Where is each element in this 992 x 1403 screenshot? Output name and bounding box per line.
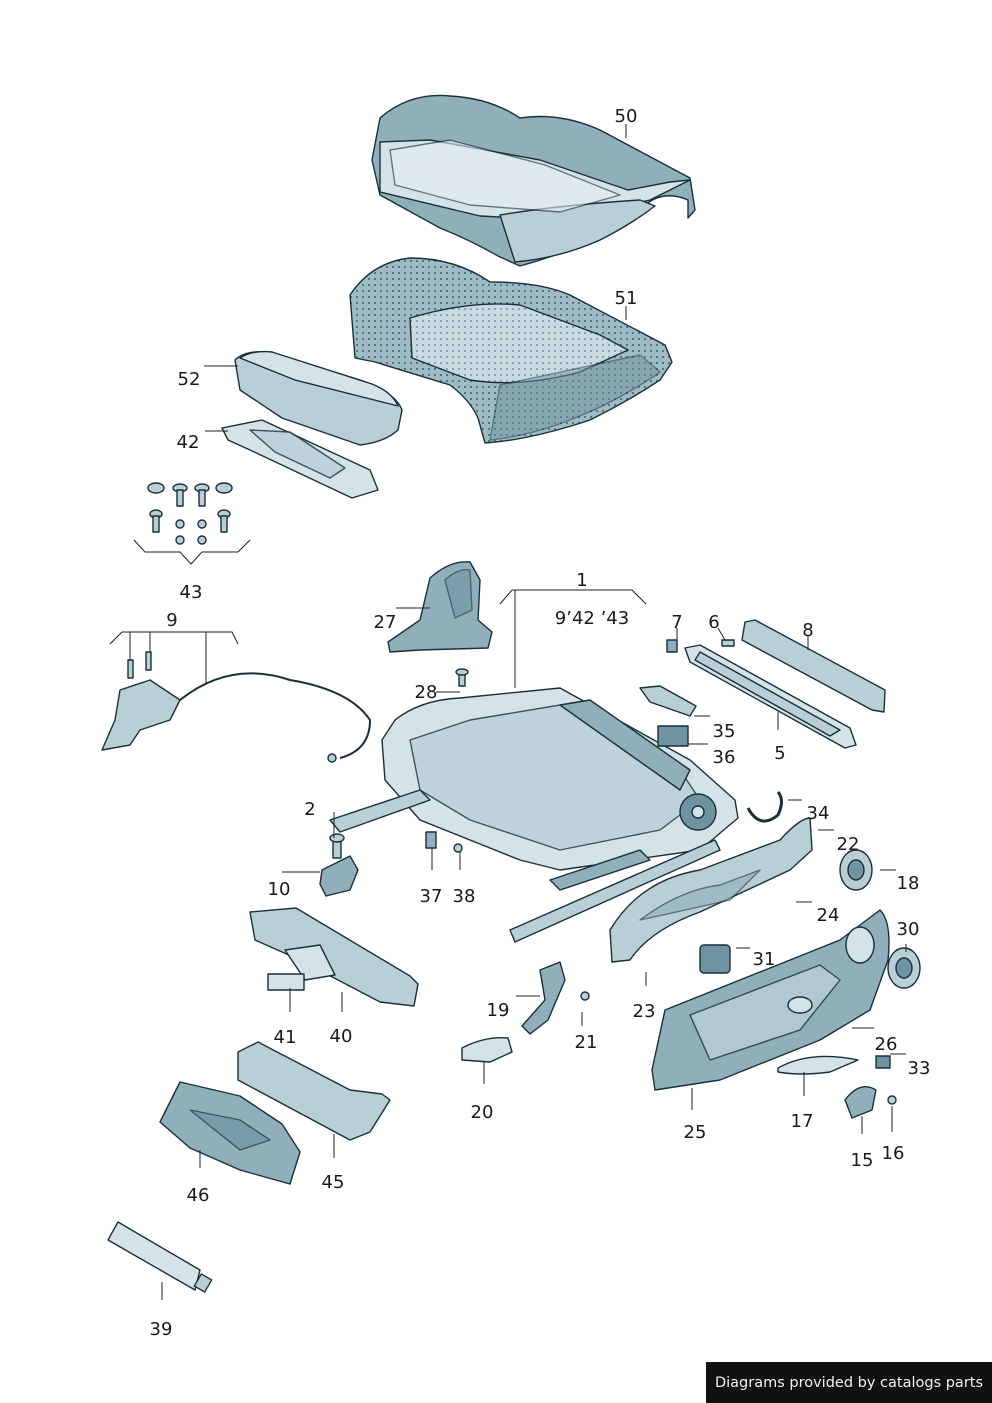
callout-50: 50: [615, 106, 638, 127]
mat-part-42: [221, 419, 379, 499]
switch-part-36: [657, 725, 689, 747]
callout-17: 17: [791, 1111, 814, 1132]
rail-part-5: [684, 644, 857, 749]
wire-part-34: [746, 791, 783, 823]
callout-26: 26: [875, 1034, 898, 1055]
handle-part-15: [844, 1086, 877, 1119]
callout-41: 41: [274, 1027, 297, 1048]
callout-23: 23: [633, 1001, 656, 1022]
callout-labels: 50 51 52 42 43 9 1 9’42 ’43 27 28 7 6 8 …: [150, 106, 931, 1340]
callout-19: 19: [487, 1000, 510, 1021]
bracket-part-35: [639, 685, 697, 717]
callout-46: 46: [187, 1185, 210, 1206]
callout-1: 1: [576, 570, 587, 591]
seat-padding-part-51: [349, 257, 673, 444]
callout-6: 6: [708, 612, 719, 633]
callout-25: 25: [684, 1122, 707, 1143]
side-frame-part-24: [609, 817, 813, 963]
screw-part-2: [329, 833, 345, 859]
clip-part-41: [267, 973, 305, 991]
trim-part-40: [249, 907, 419, 1007]
bracket-part-45: [237, 1041, 391, 1141]
callout-21: 21: [575, 1032, 598, 1053]
clip-part-26: [875, 1055, 891, 1069]
credit-banner: Diagrams provided by catalogs parts: [706, 1362, 992, 1403]
clip-part-7: [666, 639, 678, 653]
callout-1-note: 9’42 ’43: [555, 608, 629, 629]
cover-part-20: [461, 1037, 513, 1063]
callout-40: 40: [330, 1026, 353, 1047]
trim-strip-part-17: [777, 1055, 859, 1075]
callout-38: 38: [453, 886, 476, 907]
callout-45: 45: [322, 1172, 345, 1193]
callout-52: 52: [178, 369, 201, 390]
callout-37: 37: [420, 886, 443, 907]
callout-10: 10: [268, 879, 291, 900]
callout-22: 22: [837, 834, 860, 855]
release-lever-part-9: [101, 651, 372, 763]
screw-part-6: [721, 639, 735, 647]
callout-30: 30: [897, 919, 920, 940]
tray-part-46: [159, 1081, 301, 1185]
callout-18: 18: [897, 873, 920, 894]
callout-5: 5: [774, 743, 785, 764]
callout-2: 2: [304, 799, 315, 820]
grease-tube-part-39: [107, 1221, 213, 1293]
callout-15: 15: [851, 1150, 874, 1171]
leader-lines: [109, 124, 907, 1300]
callout-16: 16: [882, 1143, 905, 1164]
callout-42: 42: [177, 432, 200, 453]
bracket-part-19: [521, 961, 566, 1035]
clip-part-37: [425, 831, 437, 849]
thigh-pad-part-52: [234, 350, 403, 446]
screw-part-28: [455, 668, 469, 687]
callout-33: 33: [908, 1058, 931, 1079]
callout-7: 7: [671, 612, 682, 633]
callout-43: 43: [180, 582, 203, 603]
pinion-part-30: [887, 947, 921, 989]
bracket-part-27: [387, 561, 493, 653]
seat-cover-part-50: [371, 94, 696, 267]
callout-24: 24: [817, 905, 840, 926]
fasteners-part-43: [147, 482, 233, 545]
callout-31: 31: [753, 949, 776, 970]
callout-51: 51: [615, 288, 638, 309]
callout-8: 8: [802, 620, 813, 641]
seat-frame-part-1: [329, 687, 739, 943]
screw-part-21: [580, 991, 590, 1001]
callout-27: 27: [374, 612, 397, 633]
screw-part-16: [887, 1095, 897, 1105]
callout-39: 39: [150, 1319, 173, 1340]
callout-20: 20: [471, 1102, 494, 1123]
callout-9: 9: [166, 610, 177, 631]
callout-28: 28: [415, 682, 438, 703]
callout-35: 35: [713, 721, 736, 742]
screw-part-38: [453, 843, 463, 853]
callout-36: 36: [713, 747, 736, 768]
motor-part-31: [699, 944, 731, 974]
rail-cover-part-8: [741, 619, 886, 713]
side-trim-part-25: [651, 909, 890, 1091]
cover-part-10: [319, 855, 359, 897]
callout-34: 34: [807, 803, 830, 824]
knob-part-18: [839, 849, 873, 891]
